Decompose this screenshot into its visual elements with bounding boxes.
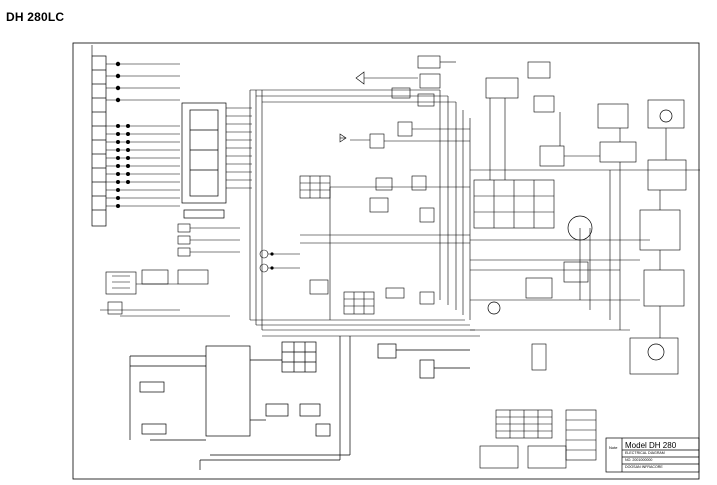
- title-block-note: Note: [609, 445, 618, 450]
- controller-block: [181, 102, 227, 219]
- title-block: [605, 437, 700, 473]
- bottom-controller: [129, 336, 470, 470]
- drawing-frame: [72, 42, 700, 480]
- right-cluster: [470, 61, 700, 375]
- title-block-model: Model DH 280: [625, 441, 677, 450]
- relay-group-left: [100, 223, 240, 317]
- controller-harness: [226, 89, 480, 337]
- connector-table: [479, 409, 597, 469]
- lamp-fill: [270, 252, 274, 270]
- fuse-symbols: [115, 61, 130, 208]
- title-block-line-1: ELECTRICAL DIAGRAM: [625, 451, 665, 455]
- fuse-bus-lines: [91, 45, 180, 207]
- top-relays: [355, 55, 456, 107]
- fuse-box-block: [91, 55, 107, 227]
- motor-symbols: [487, 109, 673, 361]
- title-block-line-3: DOOSAN INFRACORE: [625, 465, 663, 469]
- page-title: DH 280LC: [6, 10, 65, 24]
- middle-cluster: [299, 90, 471, 320]
- title-block-line-2: NO. 2001000000: [625, 458, 653, 462]
- lamp-symbols: [259, 249, 300, 273]
